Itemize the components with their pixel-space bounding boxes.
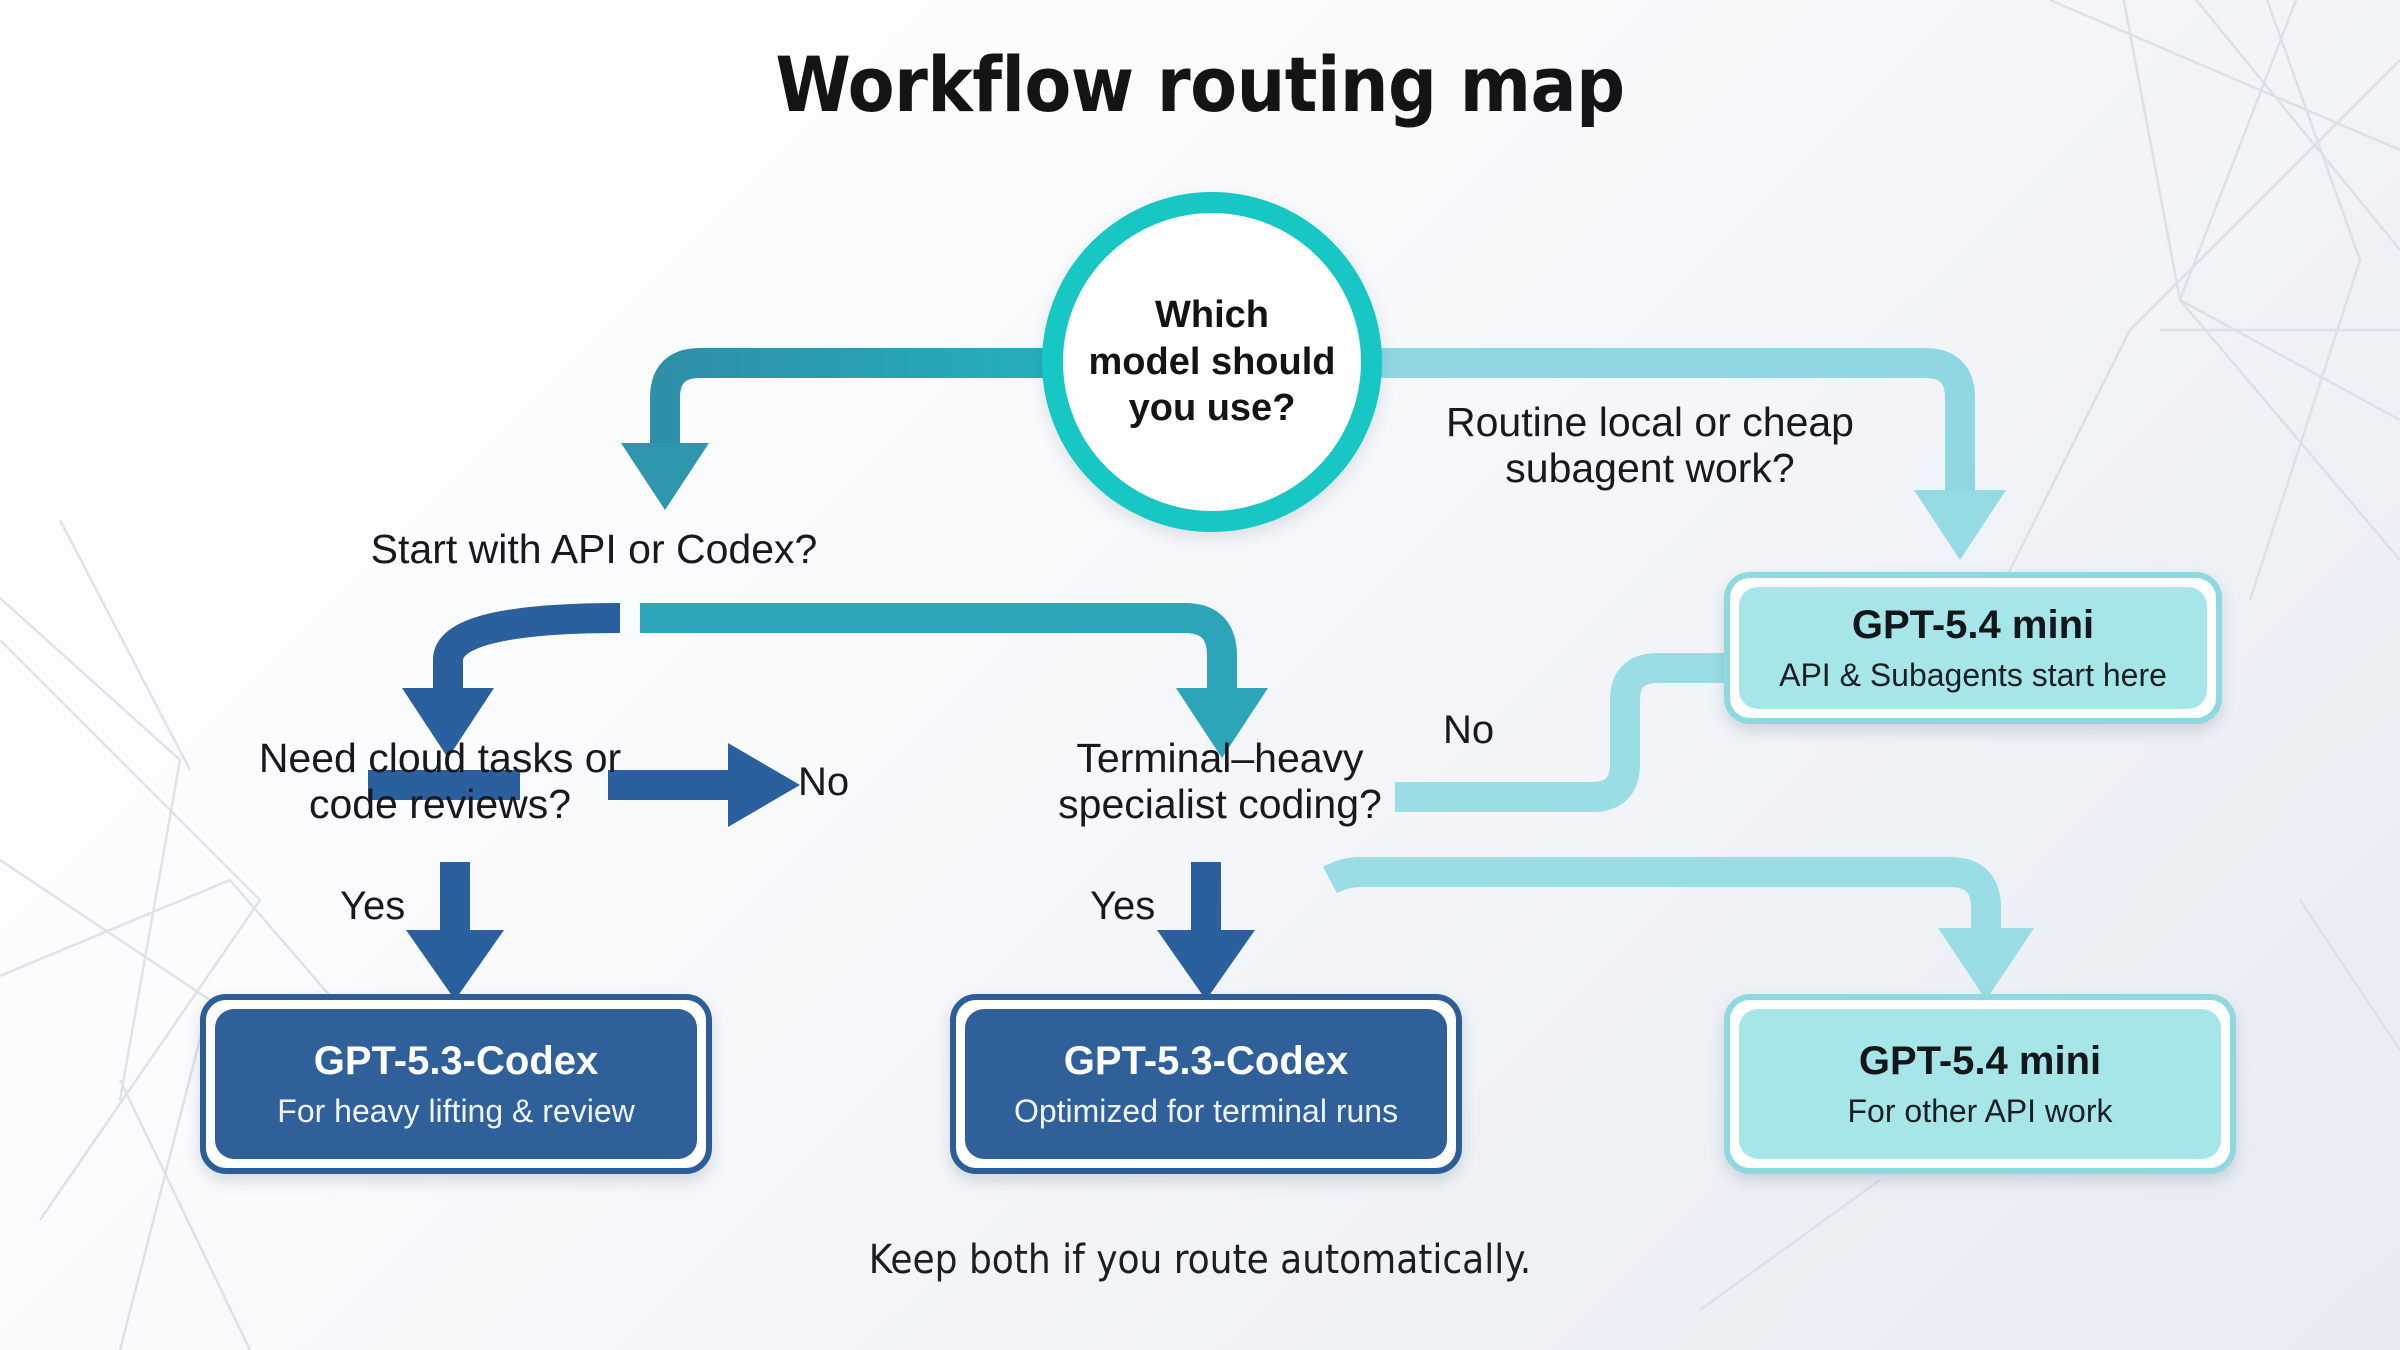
terminal-mini-top[interactable]: GPT-5.4 mini API & Subagents start here: [1724, 572, 2222, 724]
edge-terminal-yes-codex: [1157, 862, 1255, 1000]
edge-label-yes-middle: Yes: [1090, 884, 1156, 928]
edge-start-to-left: [621, 348, 1060, 510]
edge-routine-to-mini-bottom: [1322, 857, 2034, 1000]
decision-routine-local: Routine local or cheap subagent work?: [1446, 399, 1854, 491]
edge-label-no-right: No: [1443, 708, 1495, 752]
terminal-title: GPT-5.4 mini: [1858, 1039, 2102, 1083]
terminal-subtitle: For other API work: [1847, 1093, 2113, 1129]
terminal-subtitle: For heavy lifting & review: [277, 1093, 635, 1129]
decision-cloud-tasks: Need cloud tasks or code reviews?: [258, 735, 622, 827]
edge-label-no-middle: No: [798, 760, 850, 804]
terminal-title: GPT-5.3-Codex: [313, 1039, 599, 1083]
start-node-label: Which model should you use?: [1088, 294, 1336, 430]
terminal-codex-middle[interactable]: GPT-5.3-Codex Optimized for terminal run…: [950, 994, 1462, 1174]
terminal-subtitle: API & Subagents start here: [1779, 657, 2167, 693]
terminal-title: GPT-5.4 mini: [1851, 603, 2095, 647]
decision-start-api-or-codex: Start with API or Codex?: [370, 526, 818, 572]
edge-cloud-yes-codex: [406, 862, 504, 1000]
edge-label-yes-left: Yes: [340, 884, 406, 928]
decision-terminal-heavy: Terminal–heavy specialist coding?: [1058, 735, 1382, 827]
start-node[interactable]: Which model should you use?: [1042, 192, 1382, 532]
terminal-codex-left[interactable]: GPT-5.3-Codex For heavy lifting & review: [200, 994, 712, 1174]
terminal-mini-bottom[interactable]: GPT-5.4 mini For other API work: [1724, 994, 2236, 1174]
page-title: Workflow routing map: [775, 40, 1625, 129]
footer-caption: Keep both if you route automatically.: [868, 1237, 1532, 1283]
terminal-title: GPT-5.3-Codex: [1063, 1039, 1349, 1083]
terminal-subtitle: Optimized for terminal runs: [1013, 1093, 1399, 1129]
